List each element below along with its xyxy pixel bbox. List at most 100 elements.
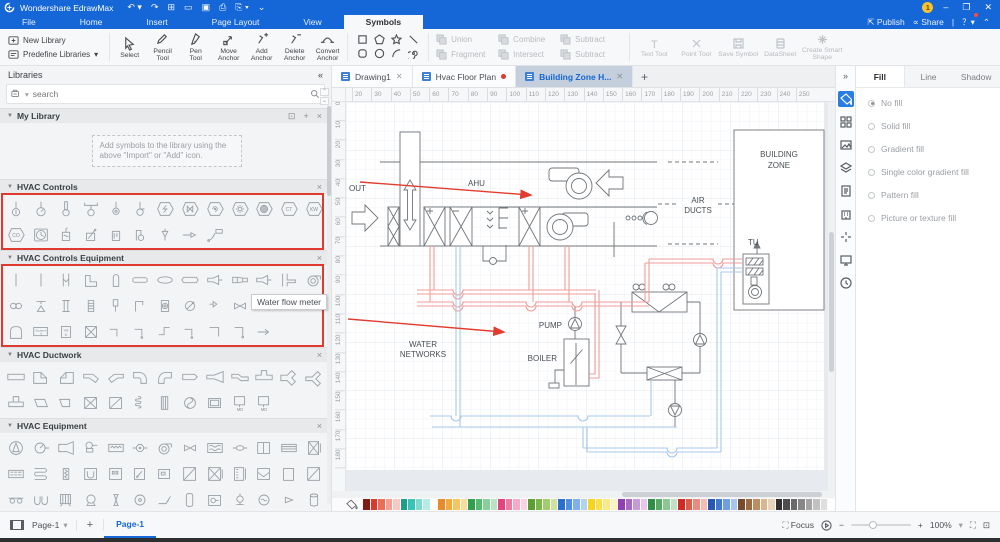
color-swatch[interactable]	[453, 499, 460, 510]
library-symbol-wave-box[interactable]	[202, 435, 227, 461]
library-symbol-pipe[interactable]	[29, 267, 54, 293]
document-tab-drawing1[interactable]: Drawing1✕	[332, 66, 413, 87]
color-swatch[interactable]	[588, 499, 595, 510]
library-symbol-seat-valve[interactable]	[29, 293, 54, 319]
color-swatch[interactable]	[708, 499, 715, 510]
library-symbol-bowtie-valve[interactable]	[227, 293, 252, 319]
page-thumbnails-icon[interactable]	[10, 520, 24, 530]
library-symbol-flag-box[interactable]	[153, 461, 178, 487]
library-symbol-timer-clock[interactable]	[29, 222, 54, 248]
color-swatch[interactable]	[828, 499, 835, 510]
close-section-icon[interactable]: ×	[316, 253, 322, 263]
library-symbol-hex-KW[interactable]: KW	[302, 196, 327, 222]
tool-select[interactable]: Select	[113, 29, 146, 65]
color-swatch[interactable]	[550, 499, 558, 510]
horizontal-scrollbar[interactable]	[332, 491, 835, 498]
library-symbol-skate-wheel[interactable]	[4, 487, 29, 511]
collapse-icon[interactable]: ▼	[7, 113, 13, 119]
format-tab-shadow[interactable]: Shadow	[960, 71, 992, 82]
color-swatch[interactable]	[528, 499, 535, 510]
library-symbol-x-box-ticks[interactable]	[202, 461, 227, 487]
library-symbol-elbow-line-dot[interactable]	[178, 319, 203, 345]
close-section-icon[interactable]: ×	[316, 350, 322, 360]
fill-style-icon[interactable]	[837, 91, 854, 107]
vertical-scrollbar[interactable]	[828, 102, 835, 491]
focus-icon[interactable]: ⛶ Focus	[782, 519, 814, 530]
color-swatch[interactable]	[648, 499, 655, 510]
collapse-ribbon-button[interactable]: ⌃	[982, 16, 990, 27]
close-section-icon[interactable]: ×	[316, 421, 322, 431]
library-symbol-cylinder[interactable]	[302, 487, 327, 511]
format-tab-fill[interactable]: Fill	[856, 66, 905, 87]
panel-expand-icon[interactable]: »	[842, 71, 848, 81]
presentation-play-icon[interactable]	[821, 519, 832, 531]
library-symbol-duct-bend[interactable]	[128, 364, 153, 390]
tool-add-anchor[interactable]: Add Anchor	[245, 29, 278, 65]
library-symbol-duct-flex[interactable]	[128, 390, 153, 416]
library-symbol-nozzle[interactable]	[54, 267, 79, 293]
color-swatch[interactable]	[610, 499, 618, 510]
color-swatch[interactable]	[723, 499, 730, 510]
close-section-icon[interactable]: ×	[316, 111, 322, 121]
library-symbol-duct-y[interactable]	[277, 364, 302, 390]
library-symbol-scroll-fan[interactable]	[153, 435, 178, 461]
color-swatch[interactable]	[408, 499, 415, 510]
library-symbol-funnel-sensor[interactable]	[153, 222, 178, 248]
library-symbol-pendant-sensor[interactable]	[103, 196, 128, 222]
library-symbol-v-box[interactable]	[252, 461, 277, 487]
color-swatch[interactable]	[475, 499, 483, 510]
radio-button[interactable]	[868, 145, 875, 153]
library-symbol-duct-corner[interactable]	[78, 364, 103, 390]
panel-scrollbar[interactable]	[327, 106, 331, 504]
library-symbol-level-sensor[interactable]	[54, 222, 79, 248]
redo-icon[interactable]: ↷	[150, 2, 159, 12]
radio-button[interactable]	[868, 122, 875, 130]
library-symbol-bowtie-valve[interactable]	[178, 435, 203, 461]
library-symbol-elbow-line2[interactable]	[153, 319, 178, 345]
library-symbol-louver-box[interactable]	[277, 435, 302, 461]
library-symbol-duct-trapezoid[interactable]	[29, 390, 54, 416]
tool-move-anchor[interactable]: Move Anchor	[212, 29, 245, 65]
print-icon[interactable]: ⎙	[219, 2, 227, 12]
close-tab-icon[interactable]: ✕	[616, 72, 624, 81]
collapse-icon[interactable]: ▼	[7, 184, 13, 190]
page-tab[interactable]: Page-1	[104, 512, 157, 538]
color-swatch[interactable]	[385, 499, 393, 510]
color-swatch[interactable]	[790, 499, 798, 510]
fill-bucket-icon[interactable]	[346, 499, 359, 510]
library-symbol-corner-probe[interactable]	[128, 293, 153, 319]
library-symbol-duct-bend2[interactable]	[153, 364, 178, 390]
library-symbol-duct-louver[interactable]	[153, 390, 178, 416]
library-symbol-tank-vertical[interactable]	[178, 487, 203, 511]
color-swatch[interactable]	[363, 499, 370, 510]
notes-icon[interactable]	[838, 183, 854, 199]
picture-icon[interactable]	[838, 137, 854, 153]
customize-toolbar-icon[interactable]: ⌄	[257, 2, 266, 12]
library-symbol-pump-fitting[interactable]	[227, 267, 252, 293]
color-swatch[interactable]	[760, 499, 768, 510]
color-swatch[interactable]	[393, 499, 400, 510]
library-symbol-half-diag-box[interactable]	[128, 461, 153, 487]
library-symbol-panel-box[interactable]	[103, 461, 128, 487]
fullscreen-icon[interactable]: ⛶	[969, 519, 976, 530]
library-symbol-hex-valve[interactable]	[178, 196, 203, 222]
library-symbol-circle-plus-box[interactable]	[153, 293, 178, 319]
shape-tool-star[interactable]	[390, 33, 403, 47]
library-symbol-dome-tank[interactable]	[4, 319, 29, 345]
library-symbol-duct-fan[interactable]	[54, 435, 79, 461]
library-section-header-my-library[interactable]: ▼My Library⊡+×	[0, 108, 331, 123]
library-symbol-coil-x-box[interactable]	[302, 435, 327, 461]
document-tab-hvac-floor-plan[interactable]: Hvac Floor Plan	[412, 66, 517, 87]
library-symbol-double-u[interactable]	[29, 487, 54, 511]
radio-button[interactable]	[868, 99, 875, 107]
library-symbol-duct-box[interactable]	[202, 390, 227, 416]
history-icon[interactable]	[838, 275, 854, 291]
library-symbol-duct-corner2[interactable]	[103, 364, 128, 390]
library-symbol-thermo-sensor[interactable]	[4, 196, 29, 222]
library-symbol-duct-md[interactable]: MD	[252, 390, 277, 416]
library-symbol-sprayer[interactable]	[153, 487, 178, 511]
color-swatch[interactable]	[783, 499, 790, 510]
color-swatch[interactable]	[370, 499, 378, 510]
color-swatch[interactable]	[618, 499, 625, 510]
library-symbol-column[interactable]	[54, 293, 79, 319]
